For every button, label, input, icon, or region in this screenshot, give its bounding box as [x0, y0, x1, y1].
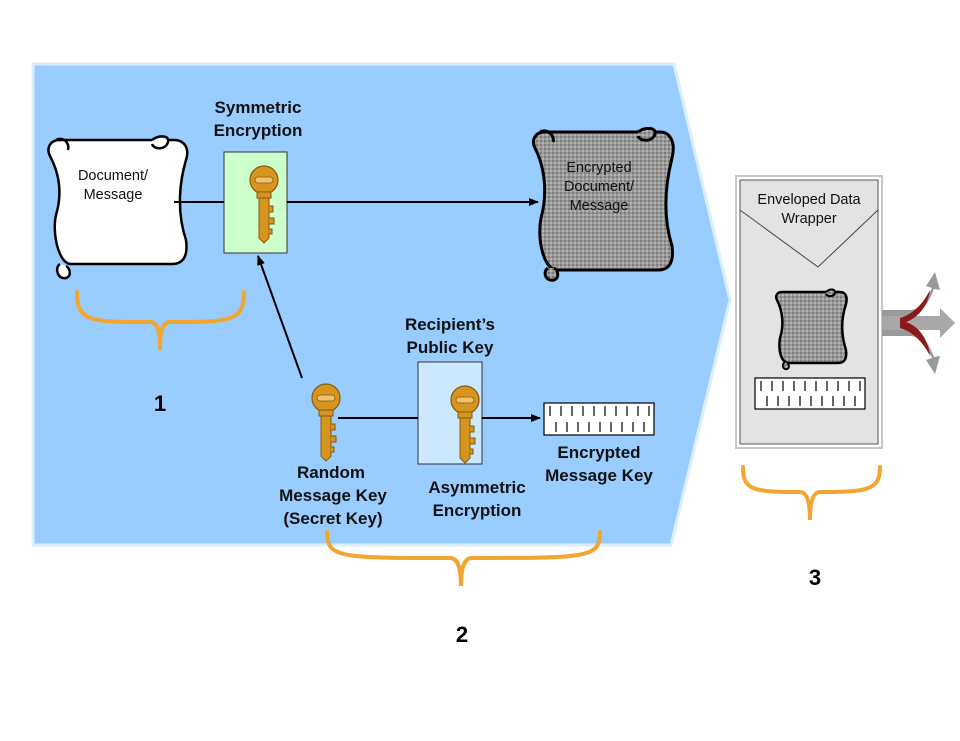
document-label-line1: Document/ [78, 168, 149, 184]
enveloped-label-line2: Wrapper [781, 211, 837, 227]
encrypted-document-label-line3: Message [570, 198, 629, 214]
encrypted-document-label-line1: Encrypted [566, 160, 631, 176]
step-1-label: 1 [154, 391, 166, 416]
symmetric-label-line2: Encryption [214, 121, 303, 140]
distribute-arrows-icon [882, 272, 955, 374]
random-key-label-line1: Random [297, 463, 365, 482]
asymmetric-label-line1: Asymmetric [428, 478, 525, 497]
symmetric-key-box [223, 151, 288, 254]
encrypted-key-label-line1: Encrypted [557, 443, 640, 462]
encrypted-key-label-line2: Message Key [545, 466, 653, 485]
random-key-label-line2: Message Key [279, 486, 387, 505]
random-key-label-line3: (Secret Key) [283, 509, 382, 528]
recipient-key-label-line1: Recipient’s [405, 315, 495, 334]
enveloped-label-line1: Enveloped Data [757, 192, 861, 208]
step-3-label: 3 [809, 565, 821, 590]
wrapper-key-bar [754, 377, 866, 410]
encrypted-document-label-line2: Document/ [564, 179, 635, 195]
encrypted-document-scroll-icon [531, 126, 675, 282]
symmetric-label-line1: Symmetric [215, 98, 302, 117]
document-scroll-icon [47, 135, 189, 280]
recipient-key-label-line2: Public Key [407, 338, 494, 357]
asymmetric-label-line2: Encryption [433, 501, 522, 520]
brace-3 [741, 465, 882, 521]
encrypted-message-key-bar [543, 402, 655, 436]
brace-2 [325, 530, 602, 587]
wrapper-document-scroll-icon [774, 288, 848, 371]
document-label-line2: Message [84, 187, 143, 203]
random-key-to-symmetric-arrow [257, 255, 303, 379]
step-2-label: 2 [456, 622, 468, 647]
brace-1 [75, 290, 246, 351]
